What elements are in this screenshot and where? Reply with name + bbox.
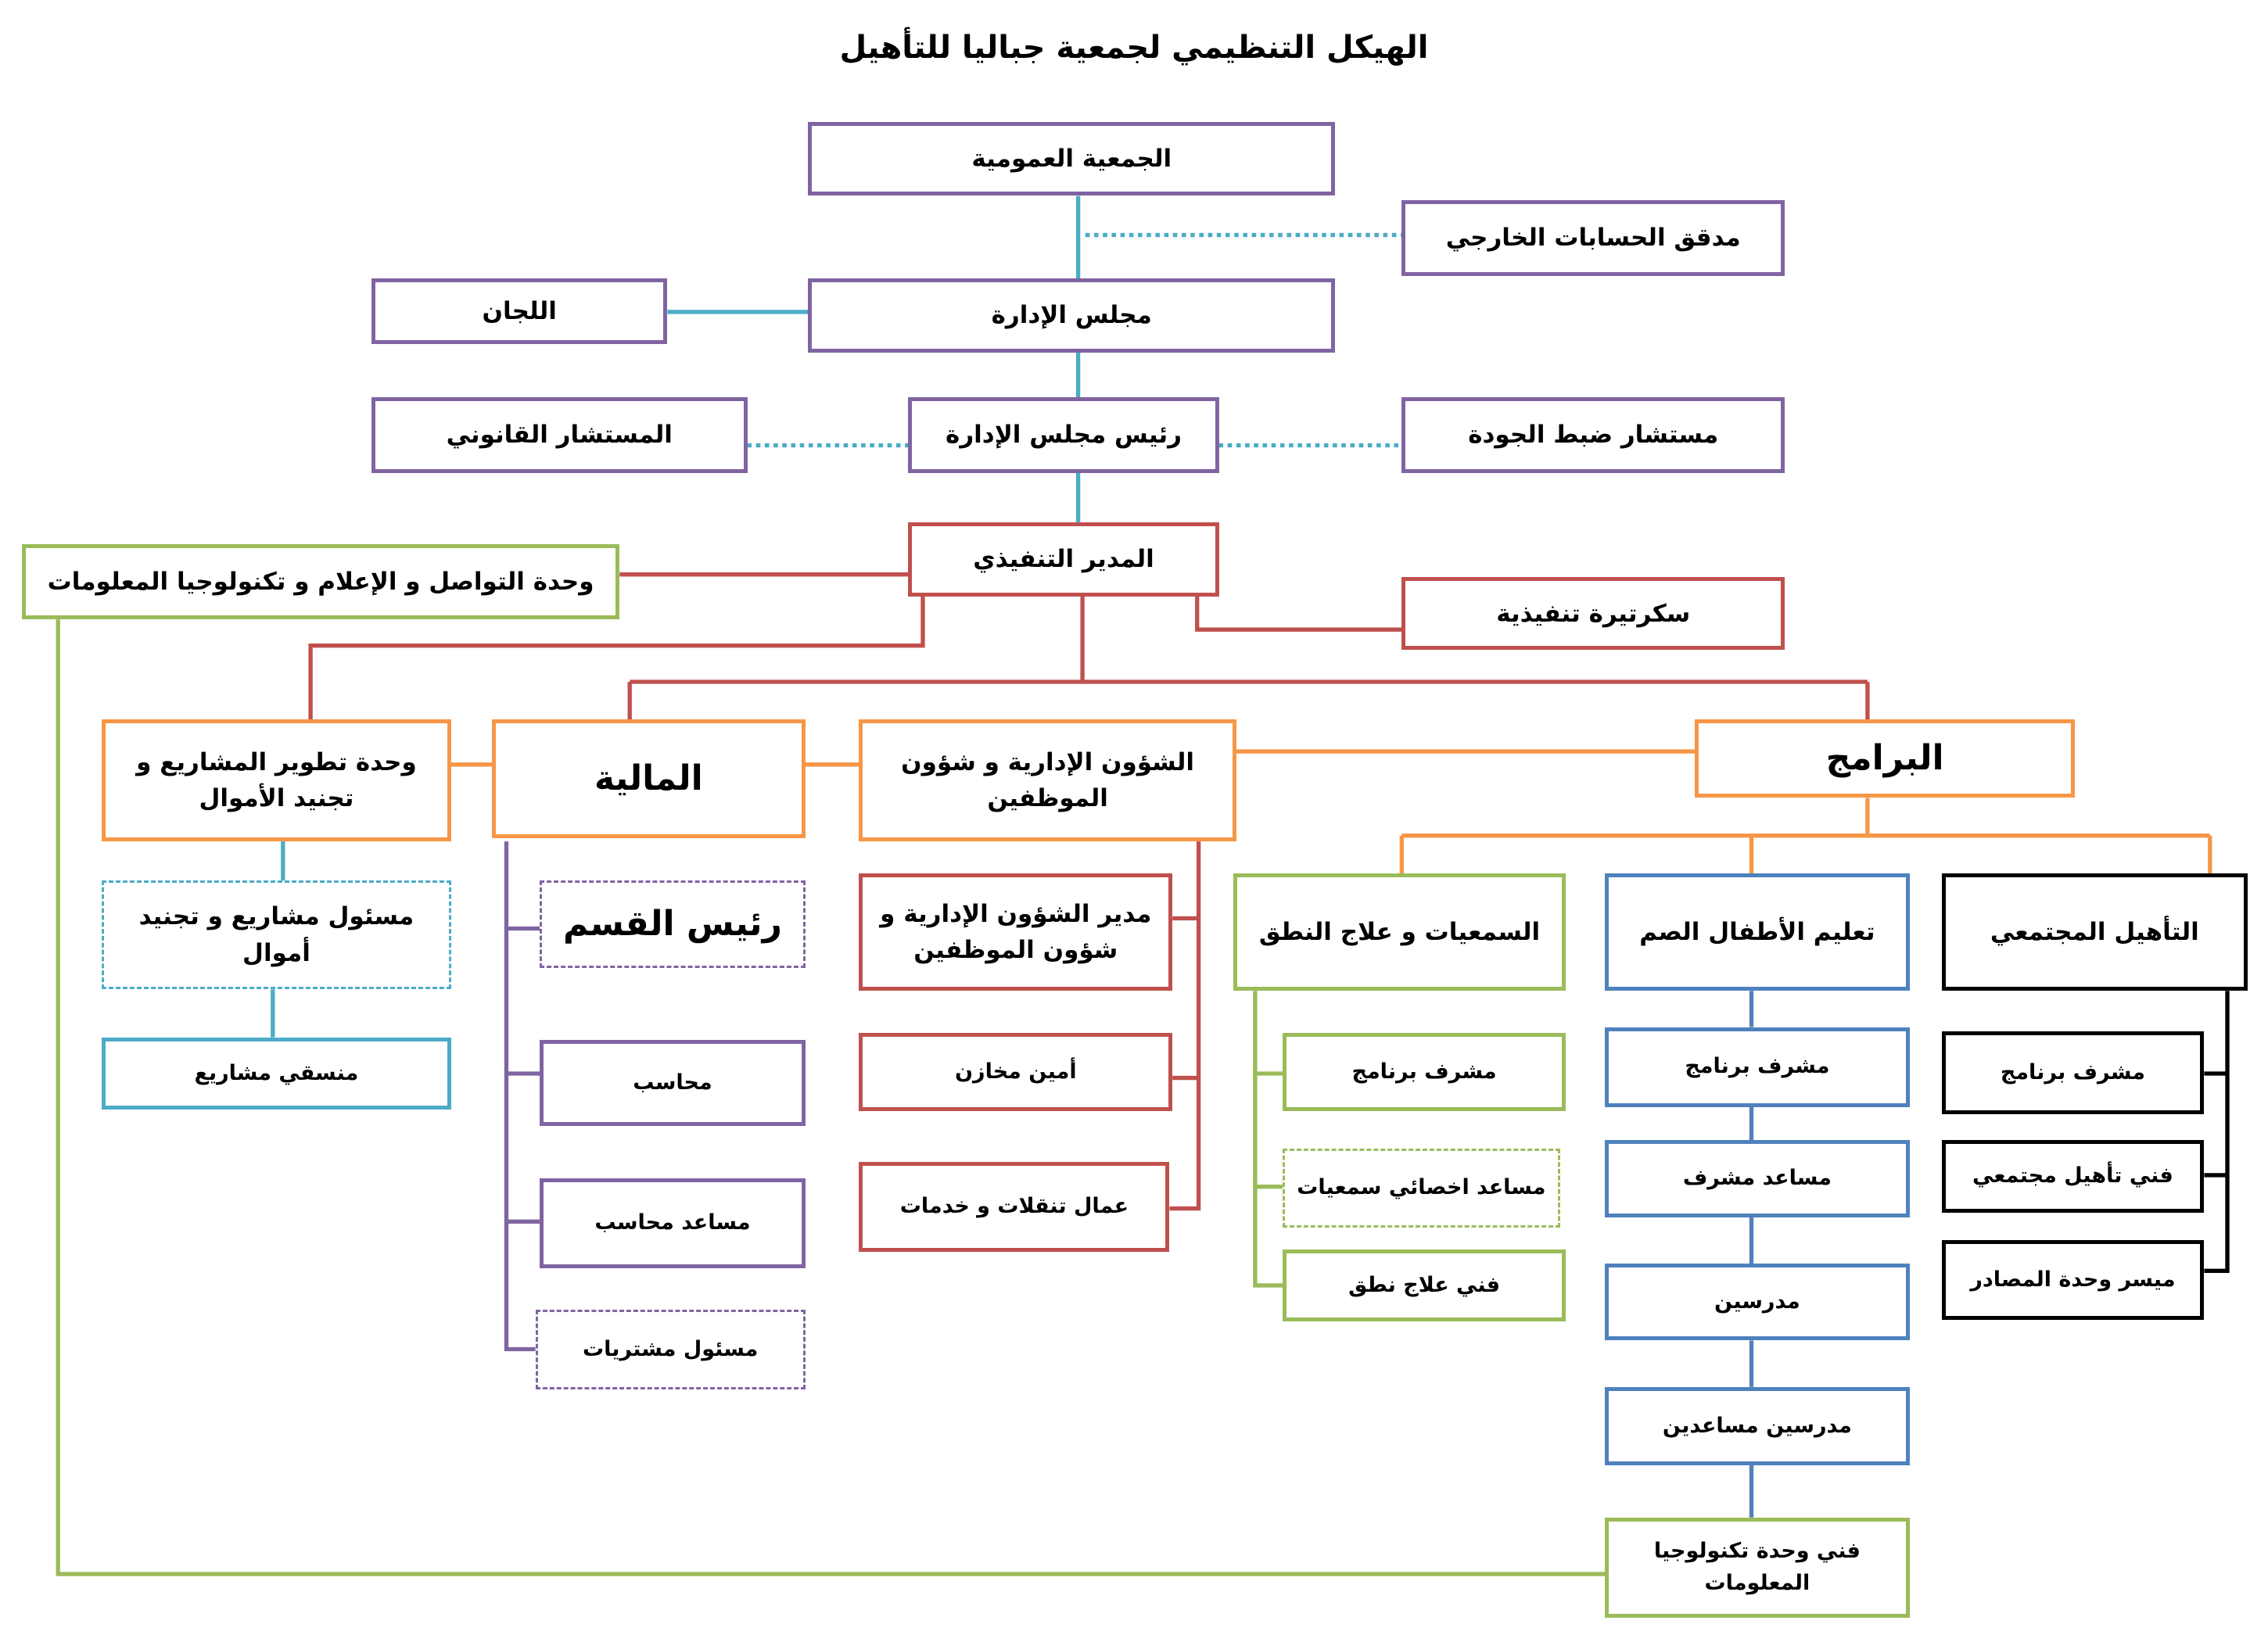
node-resource-unit-facilitator: ميسر وحدة المصادر [1941,1240,2205,1321]
node-de-program-supervisor: مشرف برنامج [1605,1027,1910,1107]
node-teachers: مدرسين [1605,1264,1910,1341]
node-comms-it-unit: وحدة التواصل و الإعلام و تكنولوجيا المعل… [21,543,620,620]
connector-line [1195,596,1402,632]
connector-line [1253,991,1283,1288]
node-projects-dev-unit: وحدة تطوير المشاريع و تجنيد الأموال [101,719,452,842]
node-executive-secretary: سكرتيرة تنفيذية [1401,577,1785,651]
node-finance: المالية [491,719,806,839]
node-quality-advisor: مستشار ضبط الجودة [1401,397,1785,473]
node-cr-technician: فني تأهيل مجتمعي [1941,1140,2205,1214]
node-legal-advisor: المستشار القانوني [371,397,748,473]
node-cr-program-supervisor: مشرف برنامج [1941,1031,2205,1114]
node-accountant: محاسب [540,1040,806,1126]
node-assistant-teachers: مدرسين مساعدين [1605,1386,1910,1465]
connector-line [1169,841,1201,1211]
node-speech-therapy-tech: فني علاج نطق [1283,1249,1566,1322]
connector-line [2204,991,2230,1273]
node-audiology-specialist-assistant: مساعد اخصائي سمعيات [1283,1149,1560,1228]
node-admin-hr-manager: مدير الشؤون الإدارية و شؤون الموظفين [859,873,1173,991]
node-as-program-supervisor: مشرف برنامج [1283,1033,1566,1112]
node-it-unit-tech: فني وحدة تكنولوجيا المعلومات [1605,1517,1910,1618]
connector-line [56,619,1606,1576]
node-projects-coordinator: منسقي مشاريع [101,1037,452,1110]
node-projects-officer: مسئول مشاريع و تجنيد أموال [101,880,452,990]
node-assistant-accountant: مساعد محاسب [540,1178,806,1268]
node-audiology-speech: السمعيات و علاج النطق [1233,873,1566,991]
node-external-auditor: مدقق الحسابات الخارجي [1401,200,1785,276]
connector-line [504,841,536,1352]
node-storekeeper: أمين مخازن [859,1033,1173,1112]
node-general-assembly: الجمعية العمومية [808,121,1335,196]
node-deaf-education: تعليم الأطفال الصم [1605,873,1910,991]
node-programs: البرامج [1695,719,2076,798]
connector-line [308,596,925,720]
node-admin-hr: الشؤون الإدارية و شؤون الموظفين [859,719,1236,842]
node-transport-workers: عمال تنقلات و خدمات [859,1162,1170,1253]
node-assistant-supervisor: مساعد مشرف [1605,1140,1910,1217]
node-board: مجلس الإدارة [808,278,1335,353]
node-board-chair: رئيس مجلس الإدارة [908,397,1219,473]
node-community-rehab: التأهيل المجتمعي [1941,873,2248,991]
node-dept-head: رئيس القسم [540,880,806,968]
node-purchasing-officer: مسئول مشتريات [535,1310,806,1390]
node-committees: اللجان [371,278,668,344]
chart-title: الهيكل التنظيمي لجمعية جباليا للتأهيل [839,30,1429,66]
node-executive-director: المدير التنفيذي [908,522,1219,597]
